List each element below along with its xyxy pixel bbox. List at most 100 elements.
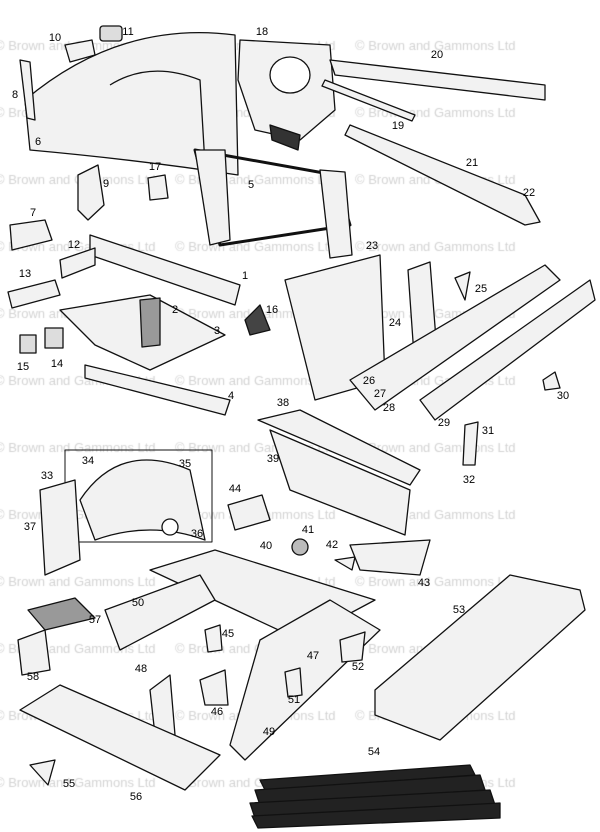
part-bump-stop: [291, 538, 309, 556]
callout-5: 5: [247, 179, 255, 191]
callout-36: 36: [190, 528, 204, 540]
callout-38: 38: [276, 397, 290, 409]
part-top-rail: [329, 59, 546, 101]
callout-35: 35: [178, 458, 192, 470]
part-rear-shelf: [257, 409, 421, 486]
part-plate-9: [77, 164, 105, 221]
callout-2: 2: [171, 304, 179, 316]
callout-23: 23: [365, 240, 379, 252]
callout-39: 39: [266, 453, 280, 465]
callout-26: 26: [362, 375, 376, 387]
callout-29: 29: [437, 417, 451, 429]
part-plate-51: [284, 667, 303, 698]
callout-15: 15: [16, 361, 30, 373]
part-bracket-46: [199, 669, 229, 706]
callout-34: 34: [81, 455, 95, 467]
callout-22: 22: [522, 187, 536, 199]
callout-28: 28: [382, 402, 396, 414]
callout-20: 20: [430, 49, 444, 61]
callout-33: 33: [40, 470, 54, 482]
callout-41: 41: [301, 524, 315, 536]
callout-46: 46: [210, 706, 224, 718]
part-bracket-52: [339, 631, 366, 663]
callout-54: 54: [367, 746, 381, 758]
callout-19: 19: [391, 120, 405, 132]
part-valance: [84, 364, 231, 416]
callout-11: 11: [122, 26, 134, 38]
part-clip-14: [44, 327, 64, 349]
part-rear-bulkhead: [269, 429, 411, 536]
part-sill: [349, 264, 561, 411]
callout-48: 48: [134, 663, 148, 675]
callout-49: 49: [262, 726, 276, 738]
part-tow-bracket: [7, 279, 61, 309]
callout-42: 42: [325, 539, 339, 551]
callout-30: 30: [556, 390, 570, 402]
callout-8: 8: [11, 89, 19, 101]
callout-24: 24: [388, 317, 402, 329]
part-grommet: [161, 518, 179, 536]
part-bracket-17: [147, 174, 169, 201]
part-bracket-10: [64, 39, 96, 63]
callout-12: 12: [67, 239, 81, 251]
part-end-cap-30: [542, 371, 561, 391]
part-floor-43: [349, 539, 431, 576]
part-bracket-42: [334, 556, 356, 571]
callout-3: 3: [213, 325, 221, 337]
callout-43: 43: [417, 577, 431, 589]
part-wheel-arch: [79, 459, 206, 541]
callout-52: 52: [351, 661, 365, 673]
callout-53: 53: [452, 604, 466, 616]
part-floor-pan: [374, 574, 586, 741]
part-plate-15: [19, 334, 37, 354]
callout-18: 18: [255, 26, 269, 38]
callout-56: 56: [129, 791, 143, 803]
callout-1: 1: [241, 270, 249, 282]
part-sill-strip: [321, 79, 416, 122]
callout-31: 31: [481, 425, 495, 437]
part-chassis-leg: [104, 574, 216, 651]
part-bracket-7: [9, 219, 53, 251]
callout-9: 9: [102, 178, 110, 190]
part-side-panel: [284, 254, 386, 401]
part-strip: [19, 59, 36, 121]
part-mount-16: [244, 304, 271, 336]
callout-25: 25: [474, 283, 488, 295]
callout-37: 37: [23, 521, 37, 533]
callout-45: 45: [221, 628, 235, 640]
part-plate-11: [99, 25, 123, 42]
part-patch-57: [27, 597, 96, 631]
callout-51: 51: [287, 694, 301, 706]
part-gusset-25: [454, 271, 471, 301]
callout-21: 21: [465, 157, 479, 169]
part-mount-44: [227, 494, 271, 531]
callout-14: 14: [50, 358, 64, 370]
callout-55: 55: [62, 778, 76, 790]
callout-4: 4: [227, 390, 235, 402]
callout-17: 17: [148, 161, 162, 173]
part-bulkhead: [24, 32, 239, 176]
callout-47: 47: [306, 650, 320, 662]
part-gusset-55: [29, 759, 56, 786]
callout-16: 16: [265, 304, 279, 316]
part-side-rail: [344, 124, 541, 226]
callout-10: 10: [48, 32, 62, 44]
part-sound-mats: [249, 764, 501, 829]
callout-27: 27: [373, 388, 387, 400]
callout-13: 13: [18, 268, 32, 280]
callout-57: 57: [88, 614, 102, 626]
callout-32: 32: [462, 474, 476, 486]
callout-58: 58: [26, 671, 40, 683]
part-clip-45: [204, 624, 223, 653]
part-rear-rail: [229, 599, 381, 761]
callout-6: 6: [34, 136, 42, 148]
part-crossmember: [89, 234, 241, 306]
part-boot-floor: [19, 684, 221, 791]
callout-50: 50: [131, 597, 145, 609]
callout-40: 40: [259, 540, 273, 552]
callout-44: 44: [228, 483, 242, 495]
part-front-rail: [59, 247, 96, 279]
part-bracket-31: [462, 421, 479, 466]
